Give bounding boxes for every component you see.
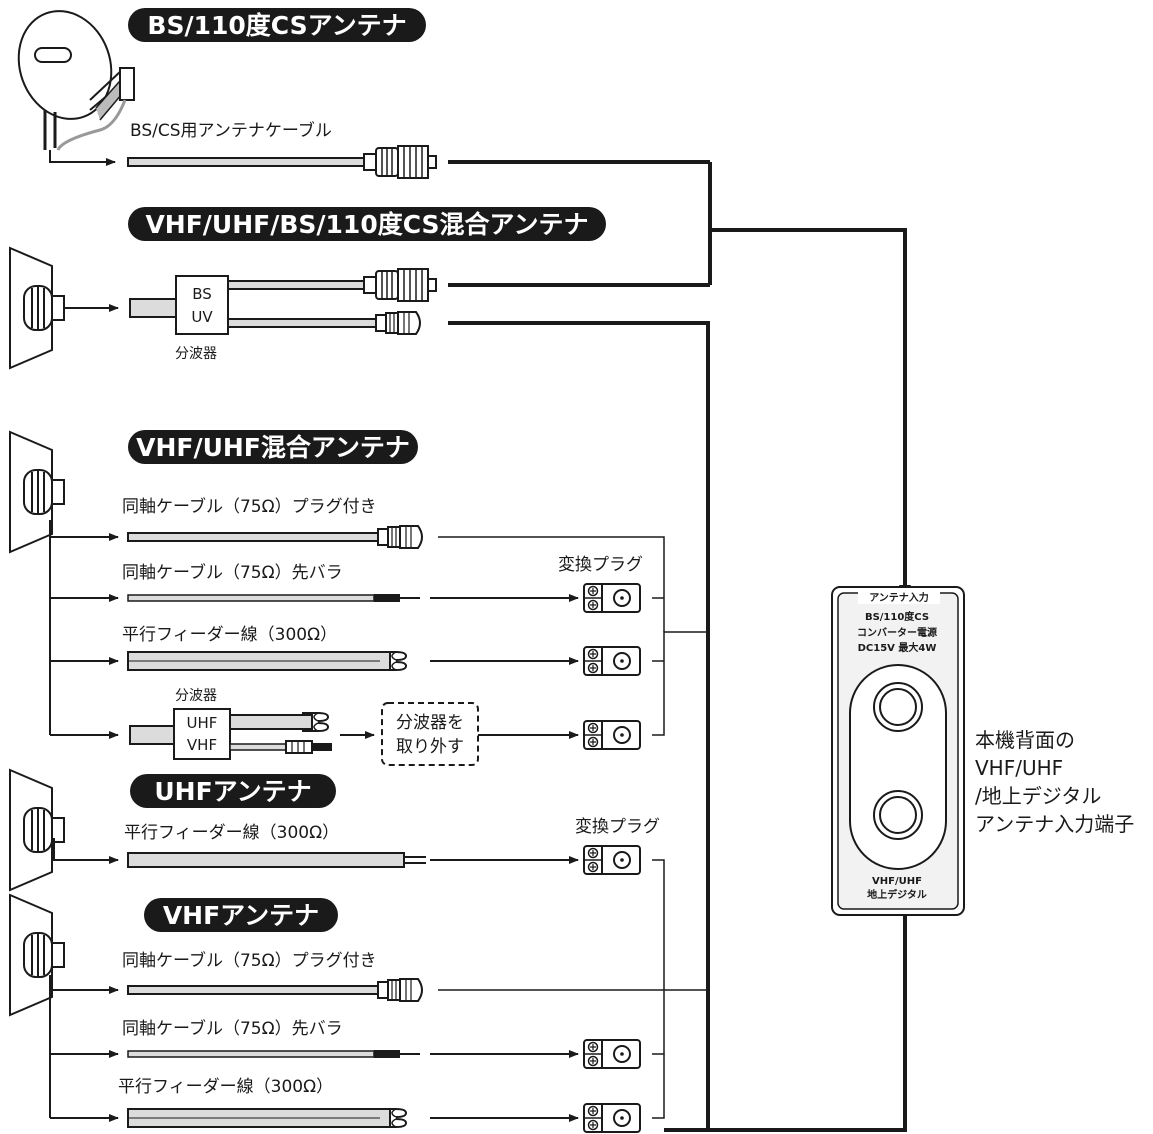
remove-note-line1: 分波器を bbox=[396, 713, 464, 733]
terminal-header: アンテナ入力 bbox=[869, 591, 929, 604]
wall-antenna-icon-3 bbox=[9, 769, 65, 891]
terminal-bottom1: VHF/UHF bbox=[872, 876, 922, 887]
conversion-plug-6 bbox=[583, 1103, 641, 1133]
terminal-line2: コンバーター電源 bbox=[857, 626, 937, 639]
route-uv-trunk bbox=[448, 321, 710, 1130]
pill-uhf-antenna: UHFアンテナ bbox=[130, 774, 336, 808]
wall-antenna-icon-2 bbox=[9, 431, 65, 553]
wall-antenna-icon bbox=[9, 247, 65, 369]
feeder-cable-1 bbox=[127, 651, 407, 671]
side-note: 本機背面の VHF/UHF /地上デジタル アンテナ入力端子 bbox=[975, 728, 1134, 836]
coax-bare-cable-2 bbox=[127, 1050, 420, 1058]
bscs-cable-label: BS/CS用アンテナケーブル bbox=[130, 120, 332, 141]
vhf-uhf-input-jack bbox=[873, 790, 923, 840]
terminal-bottom2: 地上デジタル bbox=[867, 888, 927, 901]
coax-plug-label-2: 同軸ケーブル（75Ω）プラグ付き bbox=[122, 950, 377, 971]
route-uv-bottom bbox=[664, 894, 911, 1132]
pill-vhf-label: VHFアンテナ bbox=[163, 901, 319, 930]
conversion-plug-1 bbox=[583, 583, 641, 613]
coax-plug-cable-1 bbox=[127, 525, 423, 549]
antenna-input-terminal: アンテナ入力 BS/110度CS コンバーター電源 DC15V 最大4W VHF… bbox=[831, 586, 965, 916]
splitter-name-label-2: 分波器 bbox=[175, 688, 217, 704]
adapter-label-2: 変換プラグ bbox=[575, 817, 660, 837]
splitter-vhf-label: VHF bbox=[187, 736, 217, 754]
side-note-line4: アンテナ入力端子 bbox=[975, 812, 1134, 836]
route-adapter-2 bbox=[652, 631, 708, 722]
splitter-name-label: 分波器 bbox=[175, 346, 217, 362]
bscs-cable bbox=[127, 145, 437, 179]
dish-antenna-icon bbox=[17, 10, 135, 151]
pill-bs-cs-antenna: BS/110度CSアンテナ bbox=[128, 8, 426, 42]
pill-bs-cs-label: BS/110度CSアンテナ bbox=[147, 11, 406, 40]
remove-splitter-note: 分波器を 取り外す bbox=[381, 702, 479, 766]
pill-mixed-all-label: VHF/UHF/BS/110度CS混合アンテナ bbox=[145, 210, 588, 239]
route-adapter-3 bbox=[652, 722, 665, 736]
conversion-plug-2 bbox=[583, 646, 641, 676]
splitter-uv-label: UV bbox=[191, 308, 213, 326]
side-note-line1: 本機背面の bbox=[975, 728, 1075, 752]
side-note-line3: /地上デジタル bbox=[975, 784, 1101, 808]
dish-feed-arrow bbox=[49, 150, 116, 166]
remove-note-line2: 取り外す bbox=[396, 737, 464, 757]
splitter-bs-uv: BS UV bbox=[129, 268, 437, 335]
pill-vhf-uhf-label: VHF/UHF混合アンテナ bbox=[136, 433, 410, 462]
feeder-label-1: 平行フィーダー線（300Ω） bbox=[122, 625, 337, 645]
route-adapter-5 bbox=[652, 990, 665, 1055]
conversion-plug-5 bbox=[583, 1039, 641, 1069]
coax-plug-cable-2 bbox=[127, 978, 423, 1002]
feeder-cable-2 bbox=[127, 852, 426, 868]
terminal-line1: BS/110度CS bbox=[865, 610, 929, 623]
feeder-label-3: 平行フィーダー線（300Ω） bbox=[118, 1077, 333, 1097]
coax-plug-label-1: 同軸ケーブル（75Ω）プラグ付き bbox=[122, 496, 377, 517]
pill-mixed-all-antenna: VHF/UHF/BS/110度CS混合アンテナ bbox=[128, 207, 606, 241]
splitter-uhf-label: UHF bbox=[187, 714, 218, 732]
pill-vhf-antenna: VHFアンテナ bbox=[144, 898, 338, 932]
pill-vhf-uhf-antenna: VHF/UHF混合アンテナ bbox=[128, 430, 418, 464]
route-bs-trunk bbox=[708, 162, 905, 597]
wall-antenna-icon-4 bbox=[9, 894, 65, 1016]
splitter-uhf-vhf: UHF VHF bbox=[129, 708, 332, 760]
feeder-cable-3 bbox=[127, 1108, 407, 1128]
route-adapter-6 bbox=[652, 1054, 665, 1119]
splitter-bs-label: BS bbox=[192, 285, 212, 303]
conversion-plug-3 bbox=[583, 720, 641, 750]
pill-uhf-label: UHFアンテナ bbox=[154, 777, 311, 806]
route-coax-plug-1 bbox=[438, 536, 665, 632]
terminal-line3: DC15V 最大4W bbox=[858, 641, 937, 654]
conversion-plug-4 bbox=[583, 845, 641, 875]
coax-bare-cable-1 bbox=[127, 594, 420, 602]
side-note-line2: VHF/UHF bbox=[975, 756, 1063, 780]
feeder-label-2: 平行フィーダー線（300Ω） bbox=[124, 823, 339, 843]
adapter-label-1: 変換プラグ bbox=[558, 555, 643, 575]
uhf-feed-arrow bbox=[53, 838, 119, 864]
coax-bare-label-2: 同軸ケーブル（75Ω）先バラ bbox=[122, 1018, 343, 1039]
route-adapter-4 bbox=[652, 859, 708, 991]
coax-bare-label-1: 同軸ケーブル（75Ω）先バラ bbox=[122, 562, 343, 583]
bs-input-jack bbox=[873, 682, 923, 732]
